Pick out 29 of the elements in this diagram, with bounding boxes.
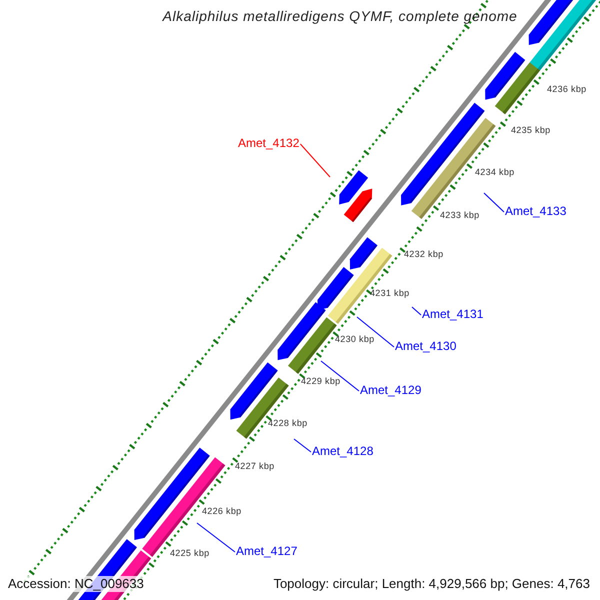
tick-label: 4228 kbp	[268, 418, 308, 429]
leader-line	[356, 316, 394, 348]
tick-label: 4235 kbp	[511, 125, 550, 136]
title: Alkaliphilus metalliredigens QYMF, complete genome	[162, 8, 518, 24]
leader-line	[300, 144, 330, 178]
tick-label: 4227 kbp	[235, 461, 274, 472]
tick-label: 4226 kbp	[202, 506, 242, 517]
gene-label: Amet_4130	[395, 339, 456, 353]
leader-line	[294, 438, 312, 452]
leader-line	[320, 360, 360, 392]
gene-label: Amet_4131	[422, 307, 484, 321]
tick-label: 4229 kbp	[301, 376, 340, 387]
gene-label: Amet_4132	[238, 136, 300, 150]
leader-line	[484, 192, 504, 212]
accession-label: Accession: NC_009633	[8, 576, 144, 592]
genome-stats: Topology: circular; Length: 4,929,566 bp; Genes: 4,763	[273, 576, 590, 592]
tick-label: 4233 kbp	[440, 210, 480, 221]
tick-label: 4225 kbp	[170, 548, 210, 559]
tick-label: 4231 kbp	[370, 288, 410, 299]
gene-label: Amet_4129	[360, 383, 422, 397]
leader-line	[196, 522, 236, 552]
tick-label: 4234 kbp	[475, 167, 514, 178]
tick-label: 4232 kbp	[404, 249, 444, 260]
gene-label: Amet_4127	[236, 544, 298, 558]
leader-line	[412, 306, 422, 316]
tick-label: 4236 kbp	[547, 84, 586, 95]
gene-label: Amet_4133	[505, 204, 566, 218]
gene-label: Amet_4128	[312, 444, 374, 458]
tick-label: 4230 kbp	[335, 334, 374, 345]
